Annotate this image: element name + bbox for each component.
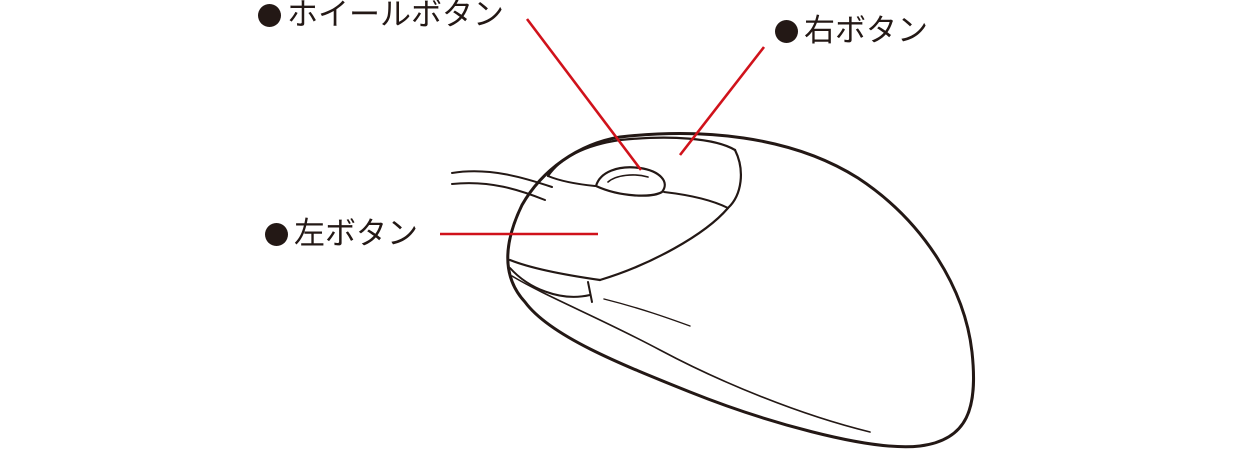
callout-left-label: 左ボタン: [294, 216, 418, 252]
leader-line-wheel: [525, 18, 643, 171]
bullet-icon: [775, 20, 798, 43]
bullet-icon: [258, 4, 281, 27]
callout-left-button: 左ボタン: [265, 219, 418, 250]
callout-right-button: 右ボタン: [775, 16, 928, 47]
callout-wheel-button: ホイールボタン: [258, 0, 504, 31]
callout-right-label: 右ボタン: [804, 13, 928, 49]
mouse-buttons: [508, 136, 742, 303]
leader-lines: [440, 18, 766, 236]
mouse-body: [506, 132, 976, 449]
scroll-wheel: [594, 166, 666, 197]
mouse-cable: [451, 170, 553, 201]
callout-wheel-label: ホイールボタン: [287, 0, 504, 33]
bullet-icon: [265, 223, 288, 246]
leader-line-right: [678, 46, 766, 156]
